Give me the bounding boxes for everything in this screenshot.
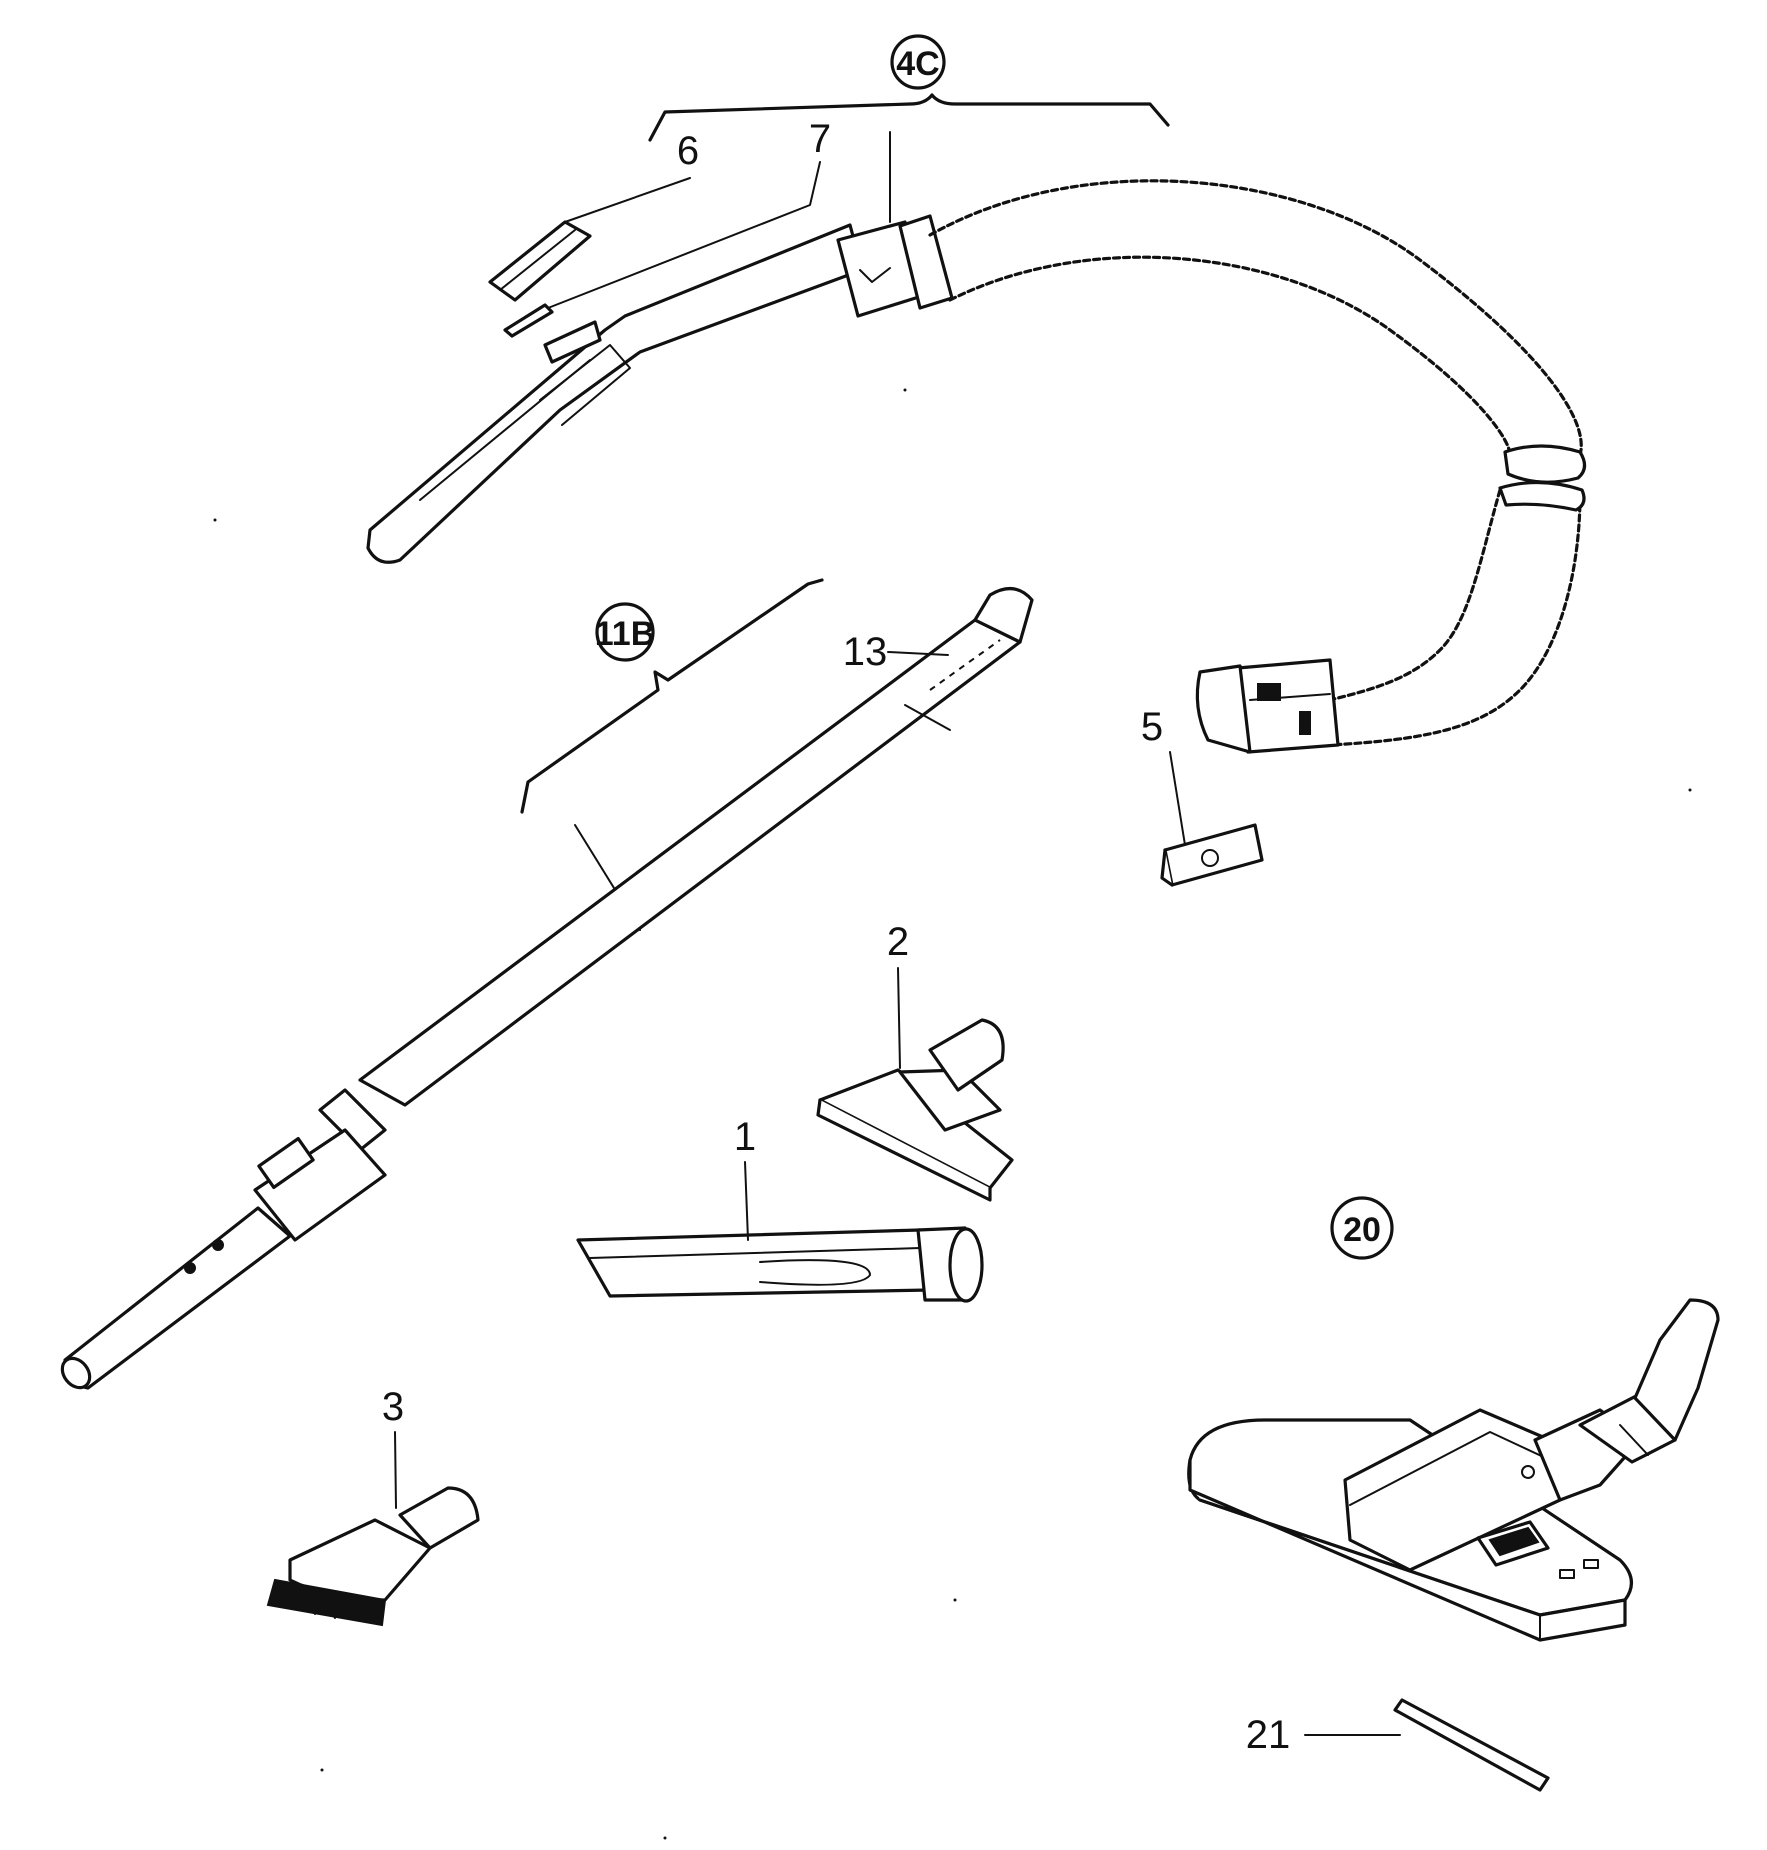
leader-13 [887,651,949,656]
part-5-clip: 5 [1141,705,1264,887]
bracket-11b [520,578,824,814]
leader-3 [394,1431,397,1509]
brush-bristles [266,1578,387,1627]
label-6: 6 [677,129,699,173]
bracket-4c [648,93,1170,142]
leader-2 [897,967,901,1069]
part-7-spring: 7 [503,117,831,338]
hose-corrugated-lower [1328,488,1502,702]
callout-11b: 11B [595,615,656,653]
hose-handle [366,223,864,564]
hose-assembly-4c: 4C [366,34,1587,754]
hose-corrugated-upper [928,179,1583,457]
wand-lower-tube [63,1206,292,1390]
label-21: 21 [1246,1713,1291,1757]
callout-20: 20 [1343,1211,1381,1249]
print-specks [213,388,1692,1840]
leader-6 [564,177,691,223]
callout-4c: 4C [896,45,939,83]
telescopic-wand-11b: 11B 13 [60,578,1034,1390]
leader-1 [744,1161,749,1241]
part-6-clip: 6 [488,129,699,302]
label-5: 5 [1141,705,1163,749]
handle-latch [543,320,602,364]
wand-upper-tube [358,618,1022,1107]
label-1: 1 [734,1115,756,1159]
hose-connector [1236,658,1340,754]
label-7: 7 [809,117,831,161]
label-13: 13 [843,630,888,674]
leader-5 [1169,751,1186,846]
part-21-strip: 21 [1246,1698,1550,1792]
leader-7 [547,161,821,309]
label-3: 3 [382,1385,404,1429]
callout-ring-4c [890,34,946,90]
callout-ring-20 [1330,1196,1394,1260]
floor-nozzle-20: 20 [1187,1196,1720,1642]
part-2-upholstery-nozzle: 2 [816,920,1014,1202]
callout-ring-11b [595,602,655,662]
part-1-crevice-tool: 1 [576,1115,984,1303]
hose-end-upper [1503,444,1587,484]
part-3-dusting-brush: 3 [266,1385,480,1627]
label-2: 2 [887,920,909,964]
